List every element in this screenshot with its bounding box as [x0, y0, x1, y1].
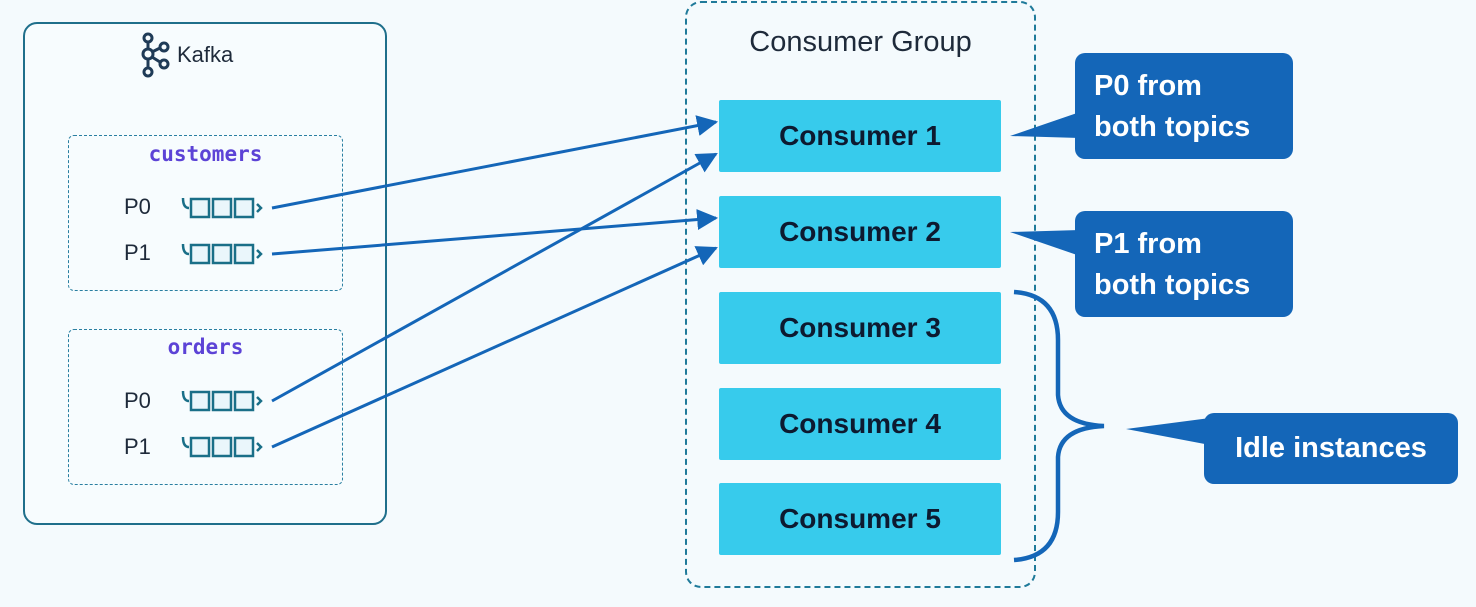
arrow-orders-p0-to-consumer-1 — [271, 152, 718, 403]
arrow-customers-p1-to-consumer-2 — [271, 209, 719, 256]
topic-customers-box — [68, 135, 343, 291]
customers-p1-label: P1 — [124, 240, 151, 265]
customers-p1-queue-icon — [181, 242, 263, 265]
callout-p1-text: P1 from both topics — [1094, 224, 1250, 306]
orders-p1-queue-icon — [181, 435, 263, 458]
arrow-customers-p0-to-consumer-1 — [271, 115, 719, 210]
consumer-3: Consumer 3 — [719, 292, 1001, 364]
callout-p0-shape — [1010, 53, 1293, 159]
callout-p0-text: P0 from both topics — [1094, 66, 1250, 148]
customers-p0-queue-icon — [181, 196, 263, 219]
topic-orders-box — [68, 329, 343, 485]
customers-p0-label: P0 — [124, 194, 151, 219]
idle-brace — [1013, 289, 1105, 563]
orders-p0-queue-icon — [181, 389, 263, 412]
kafka-label: Kafka — [177, 42, 234, 67]
callout-idle-text: Idle instances — [1235, 432, 1427, 464]
topic-orders-name: orders — [167, 335, 244, 359]
arrow-orders-p1-to-consumer-2 — [271, 246, 718, 449]
callout-p0-line2: both topics — [1094, 111, 1251, 143]
topic-customers-name: customers — [148, 142, 263, 166]
consumer-4: Consumer 4 — [719, 388, 1001, 460]
callout-p1-line2: both topics — [1094, 269, 1251, 301]
consumer-1: Consumer 1 — [719, 100, 1001, 172]
callout-p1-line1: P1 from — [1094, 228, 1202, 260]
orders-p1-label: P1 — [124, 434, 151, 459]
callout-idle-shape — [1126, 413, 1458, 484]
orders-p0-label: P0 — [124, 388, 151, 413]
consumer-group-title: Consumer Group — [749, 26, 972, 58]
consumer-5: Consumer 5 — [719, 483, 1001, 555]
consumer-2: Consumer 2 — [719, 196, 1001, 268]
callout-p0-line1: P0 from — [1094, 70, 1202, 102]
callout-p1-shape — [1010, 211, 1293, 317]
kafka-logo-icon — [141, 32, 170, 78]
